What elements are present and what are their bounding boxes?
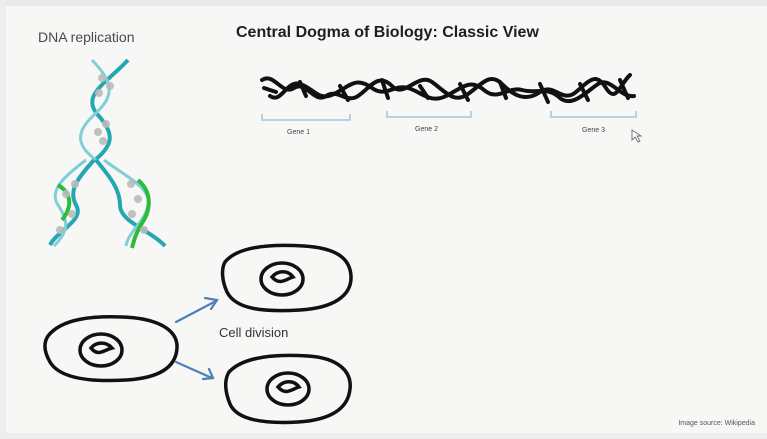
daughter-cell-top xyxy=(223,245,352,310)
parent-cell xyxy=(45,317,177,381)
cell-division-label: Cell division xyxy=(219,325,288,340)
gene-2-label: Gene 2 xyxy=(415,126,438,133)
gene-3-label: Gene 3 xyxy=(582,127,605,134)
cursor-icon xyxy=(632,130,641,142)
image-source: Image source: Wikipedia xyxy=(678,420,755,427)
division-arrows xyxy=(176,298,217,379)
daughter-cell-bottom xyxy=(226,355,350,422)
gene-brackets xyxy=(262,111,636,120)
dna-helix xyxy=(50,60,165,248)
chromosome-squiggle xyxy=(262,75,634,102)
gene-1-label: Gene 1 xyxy=(287,129,310,136)
